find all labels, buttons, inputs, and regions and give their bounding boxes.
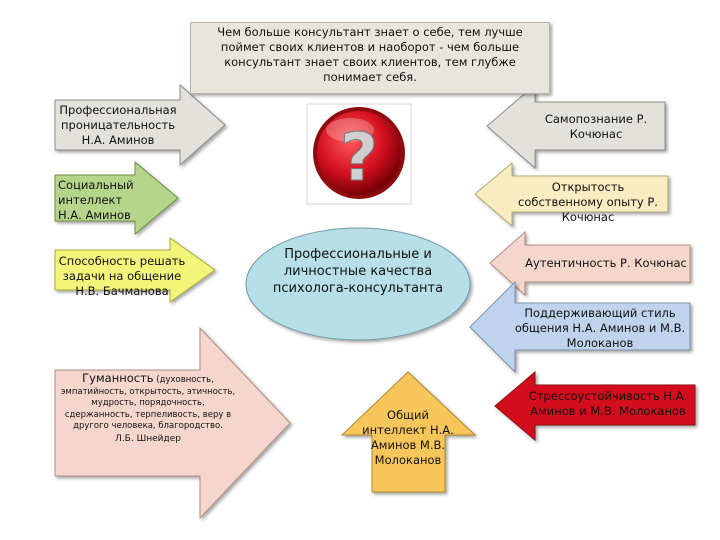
label-social-intellect: Социальный интеллект Н.А. Аминов [58,178,134,222]
question-mark-icon: ? [306,103,412,205]
label-self-knowledge: Самопознание Р. Кочюнас [544,112,648,141]
label-humanity-detail: (духовность, эмпатийность, открытость, э… [60,375,236,431]
arrow-stress-resistance [494,370,696,442]
label-problem-solving: Способность решать задачи на общение Н.В… [58,254,186,298]
arrow-prof-insight [54,83,226,167]
label-stress-resistance: Стрессоустойчивость Н.А. Аминов и М.В. М… [528,389,688,418]
svg-text:?: ? [340,119,378,196]
label-general-intellect: Общий интеллект Н.А. Аминов М.В. Молокан… [362,408,454,467]
arrow-humanity [54,326,291,520]
label-openness: Открытость собственному опыту Р. Кочюнас [518,180,658,224]
arrow-authenticity [489,230,691,297]
label-authenticity: Аутентичность Р. Кочюнас [525,256,687,270]
arrow-openness [474,161,669,228]
header-text: Чем больше консультант знает о себе, тем… [190,22,550,94]
arrow-social-intellect [54,160,179,236]
center-ellipse [245,227,471,341]
arrow-supportive-style [469,280,691,374]
arrow-self-knowledge [486,83,666,170]
label-supportive-style: Поддерживающий стиль общения Н.А. Аминов… [514,306,686,350]
arrow-general-intellect [340,371,477,493]
label-humanity-author: Л.Б. Шнейдер [115,433,181,444]
label-prof-insight: Профессиональная проницательность Н.А. А… [59,103,177,147]
label-humanity-title: Гуманность [82,371,154,385]
humanity-block: Гуманность (духовность, эмпатийность, от… [58,371,238,445]
center-label: Профессиональные и личностные качества п… [272,247,444,296]
arrow-problem-solving [54,237,216,303]
